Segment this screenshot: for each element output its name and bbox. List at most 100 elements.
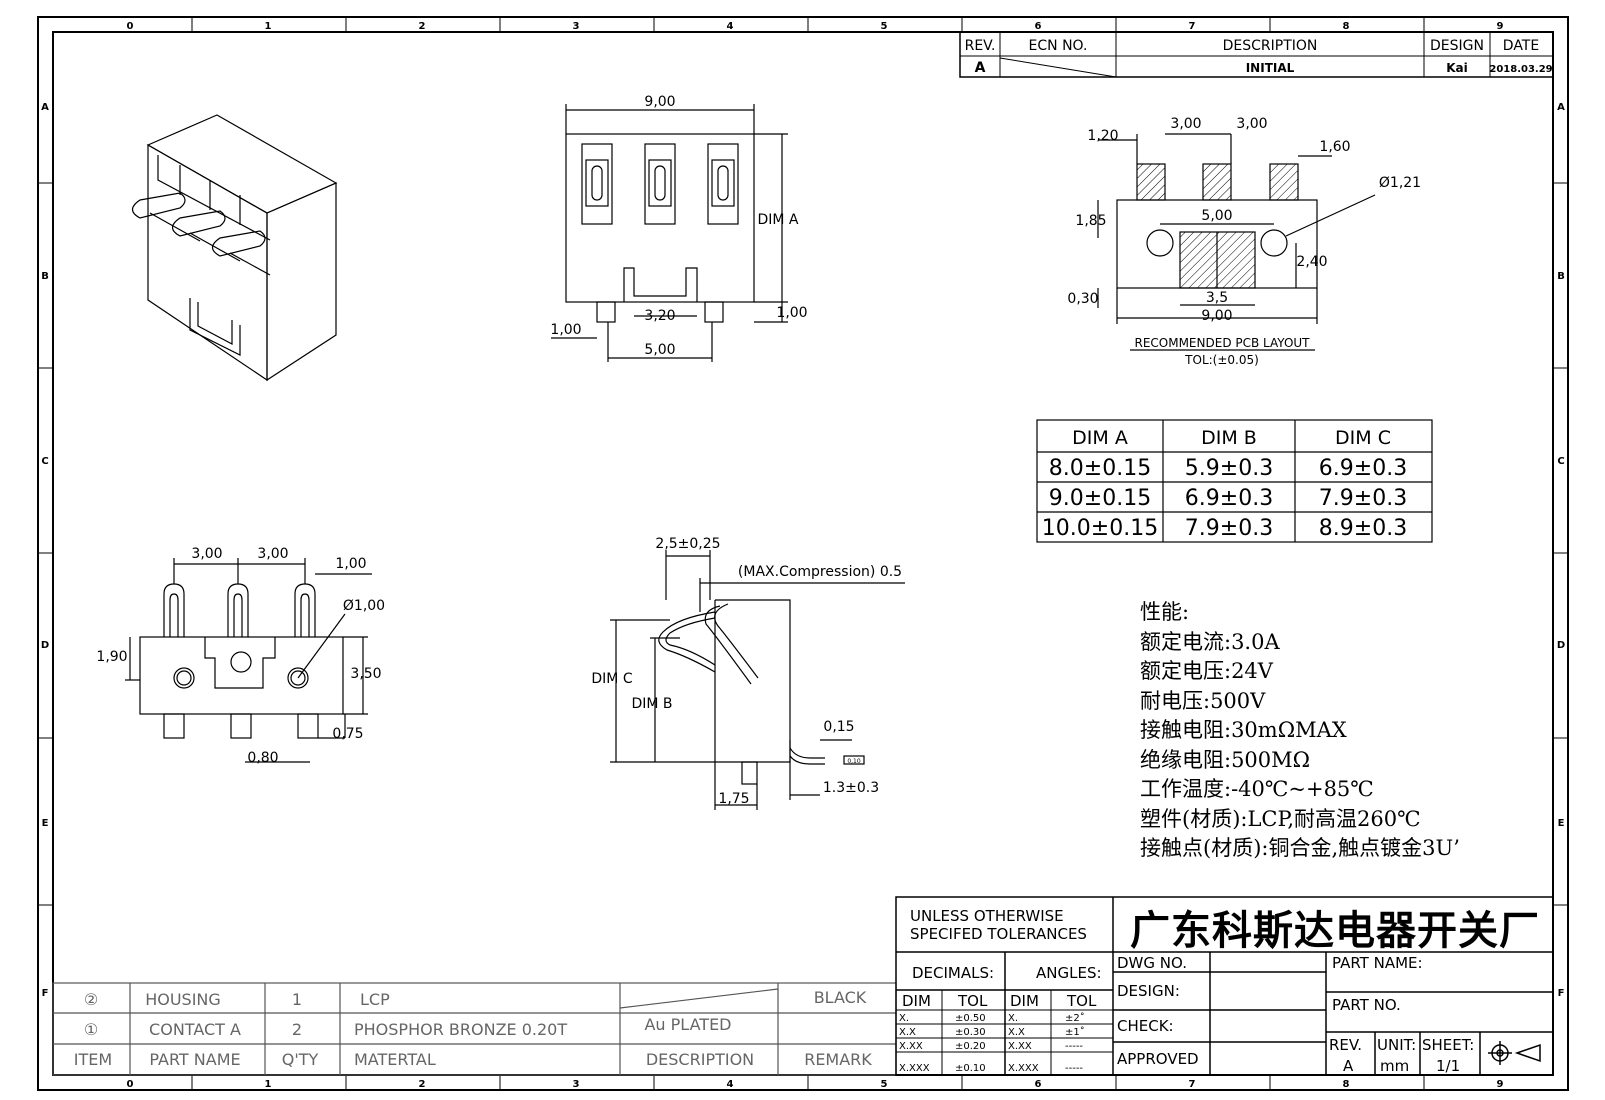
bom-header-item: ITEM [74,1050,112,1069]
side-dim-top: 2,5±0,25 [655,536,720,552]
pcb-dim: 9,00 [1201,308,1232,324]
dim-a-label: DIM A [757,212,798,228]
front-view [125,558,372,763]
dim-table-header: DIM C [1335,427,1391,449]
tol-row: ±2˚ [1065,1012,1085,1024]
tol-row: X.XXX [899,1063,930,1074]
dim-table-header: DIM B [1201,427,1257,449]
col-label: 0 [127,21,134,32]
front-dim: 3,00 [257,546,288,562]
tol-row: X. [1008,1013,1018,1024]
rev-value: A [1343,1057,1354,1075]
check-label: CHECK: [1117,1017,1174,1035]
pcb-dim: 1,60 [1319,139,1350,155]
bom-header-name: PART NAME [149,1050,240,1069]
bom-header-remark: REMARK [804,1050,872,1069]
spec-line: 性能: [1140,600,1190,624]
front-dim: 0,75 [332,726,363,742]
pcb-hole-dim: Ø1,21 [1379,175,1421,191]
bom-header-material: MATERTAL [354,1050,436,1069]
side-dim-flat: 0,10 [847,758,861,765]
tol-row: ----- [1065,1063,1083,1074]
spec-line: 塑件(材质):LCP,耐高温260℃ [1140,806,1421,831]
dim-table-cell: 8.9±0.3 [1319,516,1407,541]
side-view-dims: 2,5±0,25 (MAX.Compression) 0.5 DIM C DIM… [591,536,902,807]
description-value: INITIAL [1246,61,1295,75]
tol-row: ±0.20 [955,1041,986,1052]
tol-row: ±0.10 [955,1063,986,1074]
pcb-dim: 0,30 [1067,291,1098,307]
tol-row: ±1˚ [1065,1026,1085,1038]
row-label: A [41,102,49,113]
tol-row: X.XX [1008,1041,1032,1052]
row-label: B [41,271,49,282]
decimals-label: DECIMALS: [912,964,994,982]
tolerance-title: UNLESS OTHERWISE [910,907,1064,925]
tol-row: X.XX [899,1041,923,1052]
pcb-dim: 2,40 [1296,254,1327,270]
spec-line: 额定电压:24V [1140,659,1273,683]
bom-material: LCP [360,990,390,1009]
bom-header-qty: Q'TY [282,1050,319,1069]
projection-symbol-icon [1488,1041,1541,1065]
col-label: 7 [1189,21,1196,32]
front-dim: 3,50 [350,666,381,682]
dim-table-cell: 8.0±0.15 [1049,456,1151,481]
dim-left-w: 1,00 [550,322,581,338]
row-label: C [1557,456,1564,467]
row-label: F [42,988,49,999]
spec-line: 工作温度:-40℃~+85℃ [1140,777,1374,801]
row-label: F [1558,988,1565,999]
col-label: 0 [127,1079,134,1090]
dim-pitch: 3,20 [644,308,675,324]
side-dim-compression: (MAX.Compression) 0.5 [738,564,902,580]
tol-col: TOL [957,992,988,1010]
row-label: D [1557,640,1565,651]
front-dim: 3,00 [191,546,222,562]
pcb-dim: 1,85 [1075,213,1106,229]
col-label: 9 [1497,1079,1504,1090]
tolerance-title: SPECIFED TOLERANCES [910,925,1087,943]
grid-labels: 0 1 2 3 4 5 6 7 8 9 0 1 2 3 4 5 6 7 8 9 … [41,21,1565,1090]
tol-row: X.X [1008,1027,1025,1038]
col-label: 7 [1189,1079,1196,1090]
tol-row: X.X [899,1027,916,1038]
pcb-dim: 5,00 [1201,208,1232,224]
front-view-dims: 3,00 3,00 1,00 Ø1,00 1,90 3,50 0,75 0,80 [96,546,385,766]
dim-table-header: DIM A [1072,427,1128,449]
col-label: 9 [1497,21,1504,32]
front-dim: 0,80 [247,750,278,766]
row-label: B [1557,271,1565,282]
dwg-no-label: DWG NO. [1117,954,1187,972]
pcb-tolerance: TOL:(±0.05) [1184,353,1259,367]
date-header: DATE [1503,38,1539,54]
spec-line: 接触电阻:30mΩMAX [1140,718,1347,742]
bom-material: PHOSPHOR BRONZE 0.20T [354,1020,567,1039]
title-block [895,896,1554,1076]
dim-table-cell: 10.0±0.15 [1042,516,1158,541]
col-label: 4 [727,21,734,32]
design-value: Kai [1446,61,1468,75]
ecn-header: ECN NO. [1029,38,1088,54]
rev-value: A [975,60,986,76]
pcb-dim: 1,20 [1087,128,1118,144]
dim-table-cell: 6.9±0.3 [1185,486,1273,511]
dim-table-cell: 6.9±0.3 [1319,456,1407,481]
spec-line: 耐电压:500V [1140,688,1266,713]
col-label: 2 [419,21,426,32]
spec-line: 额定电流:3.0A [1140,629,1280,654]
isometric-view [131,114,338,382]
dim-bottom-w: 5,00 [644,342,675,358]
bom-item: ② [84,990,98,1009]
description-header: DESCRIPTION [1223,38,1318,54]
col-label: 3 [573,1079,580,1090]
col-label: 2 [419,1079,426,1090]
tol-col: TOL [1066,992,1097,1010]
col-label: 6 [1035,1079,1042,1090]
unit-label: UNIT: [1377,1036,1416,1054]
part-no-label: PART NO. [1332,996,1401,1014]
pcb-layout [1097,133,1376,351]
side-dim-foot: 1.3±0.3 [823,780,879,796]
front-dim: 1,90 [96,649,127,665]
bom-name: HOUSING [145,990,221,1009]
